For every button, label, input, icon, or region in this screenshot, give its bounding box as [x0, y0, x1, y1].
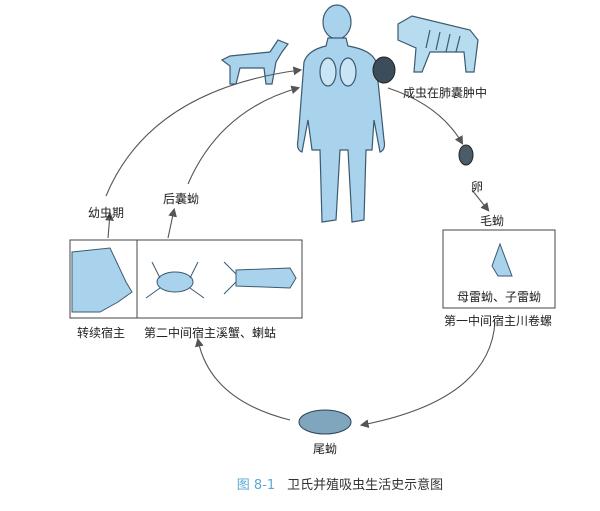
cycle-arrows [105, 66, 496, 429]
human-host-figure [296, 4, 386, 223]
adult-worm-icon [372, 56, 396, 84]
cercaria-icon [298, 409, 352, 435]
label-larva: 幼虫期 [87, 206, 125, 220]
tiger-icon [397, 15, 479, 73]
label-cercaria: 尾蚴 [312, 442, 338, 456]
label-paratenic-host: 转续宿主 [76, 326, 126, 340]
label-miracidium: 毛蚴 [479, 214, 505, 228]
first-host-box [442, 229, 556, 309]
label-second-host: 第二中间宿主溪蟹、蝲蛄 [143, 326, 277, 340]
snail-icon [491, 242, 513, 277]
label-adult: 成虫在肺囊肿中 [402, 86, 488, 100]
crab-icon [145, 261, 205, 299]
label-egg: 卵 [470, 180, 484, 194]
label-first-host: 第一中间宿主川卷螺 [443, 314, 553, 328]
figure-title: 卫氏并殖吸虫生活史示意图 [287, 478, 444, 493]
second-host-box [69, 239, 303, 319]
dog-icon [220, 39, 289, 85]
figure-number: 图 8-1 [236, 478, 276, 493]
boar-icon [71, 247, 133, 313]
label-metacercaria: 后囊蚴 [162, 192, 200, 206]
label-redia: 母雷蚴、子雷蚴 [456, 290, 542, 304]
figure-caption: 图 8-1 卫氏并殖吸虫生活史示意图 [237, 474, 443, 493]
egg-icon [458, 144, 474, 166]
crayfish-icon [223, 261, 297, 295]
